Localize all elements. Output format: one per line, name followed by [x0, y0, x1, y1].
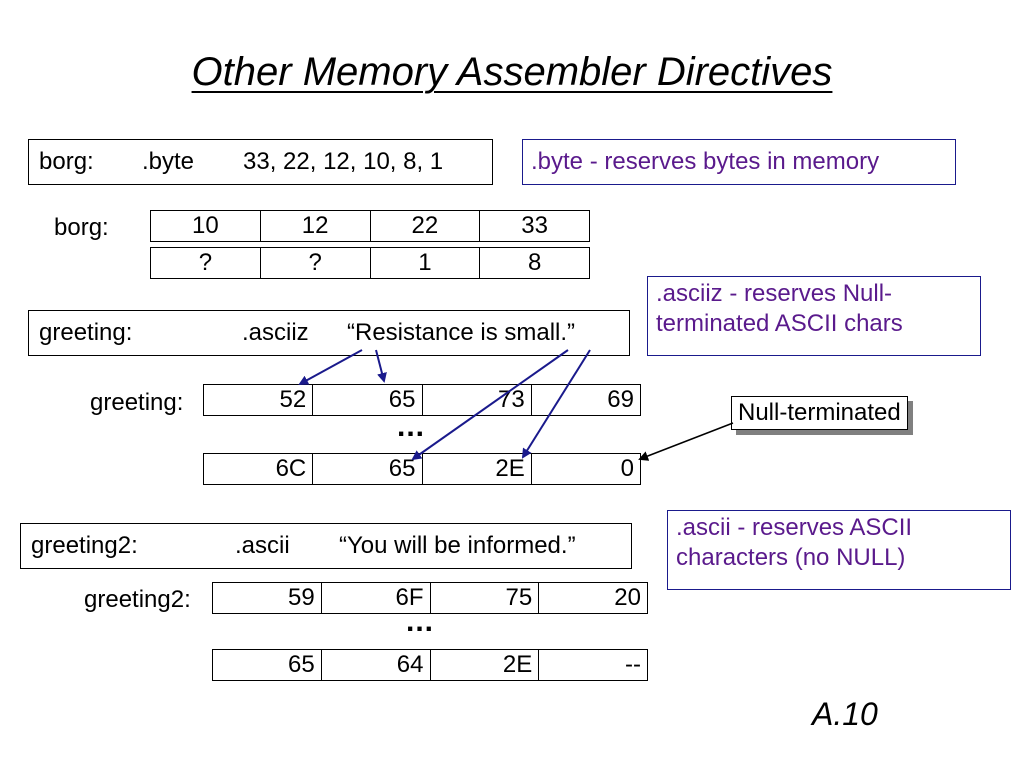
byte-mem-label: borg:: [54, 214, 109, 241]
arrow-r: [298, 349, 363, 385]
table-row: 65 64 2E --: [212, 649, 648, 681]
byte-code-label: borg:: [39, 148, 94, 175]
table-row: ? ? 1 8: [150, 247, 590, 279]
asciiz-code-label: greeting:: [39, 319, 133, 346]
memory-cell: 20: [538, 582, 648, 614]
memory-cell: 33: [479, 210, 590, 242]
byte-note: .byte - reserves bytes in memory: [522, 139, 956, 185]
ascii-note: .ascii - reserves ASCII characters (no N…: [667, 510, 1011, 590]
memory-cell: 0: [530, 453, 642, 485]
memory-cell: 65: [312, 453, 423, 485]
asciiz-code-operands: “Resistance is small.”: [347, 319, 576, 346]
asciiz-mem-label: greeting:: [90, 389, 184, 416]
memory-cell: ?: [150, 247, 261, 279]
asciiz-ellipsis: ...: [397, 410, 426, 443]
asciiz-note: .asciiz - reserves Null-terminated ASCII…: [647, 276, 981, 356]
memory-cell: 52: [202, 384, 314, 416]
ascii-code-operands: “You will be informed.”: [339, 532, 576, 559]
memory-cell: 59: [212, 582, 322, 614]
ascii-memory-table-2: 65 64 2E --: [212, 649, 648, 681]
ascii-code-label: greeting2:: [31, 532, 138, 559]
table-row: 52 65 73 69: [202, 384, 642, 416]
arrow-e: [375, 349, 387, 383]
asciiz-code-box: greeting: .asciiz “Resistance is small.”: [28, 310, 630, 356]
memory-cell: 22: [369, 210, 481, 242]
ascii-mem-label: greeting2:: [84, 586, 191, 613]
byte-code-directive: .byte: [142, 148, 195, 175]
memory-cell: 1: [369, 247, 481, 279]
byte-memory-table: 10 12 22 33: [150, 210, 590, 242]
byte-code-box: borg: .byte 33, 22, 12, 10, 8, 1: [28, 139, 493, 185]
memory-cell: 65: [312, 384, 423, 416]
memory-cell: 2E: [421, 453, 532, 485]
ascii-code-box: greeting2: .ascii “You will be informed.…: [20, 523, 632, 569]
memory-cell: 12: [259, 210, 371, 242]
slide-title: Other Memory Assembler Directives: [191, 50, 833, 94]
arrow-period: [411, 349, 569, 461]
asciiz-memory-table-2: 6C 65 2E 0: [202, 453, 642, 485]
memory-cell: 2E: [429, 649, 540, 681]
table-row: 6C 65 2E 0: [202, 453, 642, 485]
null-terminated-callout: Null-terminated: [731, 396, 908, 430]
memory-cell: 6C: [202, 453, 314, 485]
arrow-null: [638, 422, 734, 461]
memory-cell: ?: [259, 247, 371, 279]
table-row: 10 12 22 33: [150, 210, 590, 242]
byte-memory-table-2: ? ? 1 8: [150, 247, 590, 279]
ascii-memory-table: 59 6F 75 20: [212, 582, 648, 614]
memory-cell: 8: [479, 247, 590, 279]
byte-code-operands: 33, 22, 12, 10, 8, 1: [243, 148, 444, 175]
ascii-code-directive: .ascii: [235, 532, 290, 559]
memory-cell: 10: [150, 210, 261, 242]
memory-cell: 65: [212, 649, 322, 681]
memory-cell: 6F: [320, 582, 431, 614]
memory-cell: 75: [429, 582, 540, 614]
table-row: 59 6F 75 20: [212, 582, 648, 614]
asciiz-memory-table: 52 65 73 69: [202, 384, 642, 416]
memory-cell: --: [538, 649, 648, 681]
ascii-ellipsis: ...: [406, 605, 435, 638]
memory-cell: 69: [530, 384, 642, 416]
slide-number: A.10: [812, 696, 878, 732]
arrow-quote: [521, 349, 591, 459]
asciiz-code-directive: .asciiz: [242, 319, 309, 346]
memory-cell: 64: [320, 649, 431, 681]
